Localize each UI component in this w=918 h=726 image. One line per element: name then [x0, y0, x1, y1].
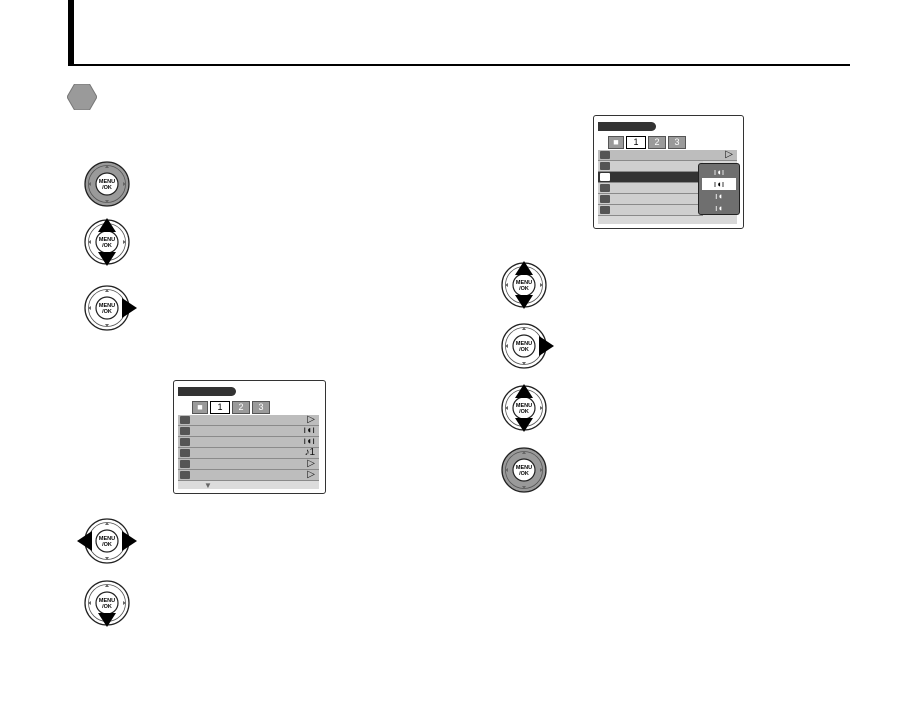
setting-icon — [180, 460, 190, 468]
setup-tabs: ■ 1 2 3 — [608, 136, 686, 149]
tab-setup-2: 2 — [648, 136, 666, 149]
menu-row — [598, 194, 703, 205]
menu-row — [598, 161, 703, 172]
svg-text:MENU: MENU — [516, 341, 532, 347]
right-button-icon: MENU /OK — [84, 285, 137, 331]
volume-options-popup: ı◖ı ı◖ı ı◖ ı◖ — [698, 163, 740, 215]
camera-setup-screen: ■ 1 2 3 ▷ ı◖ı ı◖ı ♪1 ▷ ▷ ▼ — [173, 380, 326, 494]
menu-row — [598, 205, 703, 216]
svg-text:MENU: MENU — [99, 536, 115, 542]
camera-icon: ■ — [613, 137, 619, 147]
svg-text:/OK: /OK — [519, 471, 529, 477]
hexagon-icon — [66, 83, 98, 115]
row-value: ▷ — [725, 149, 733, 160]
setting-icon — [600, 162, 610, 170]
row-value: ı◖ı — [303, 425, 315, 436]
page-header — [68, 0, 850, 66]
right-button-icon: MENU /OK — [501, 323, 554, 369]
svg-text:/OK: /OK — [102, 309, 112, 315]
svg-text:MENU: MENU — [516, 403, 532, 409]
setup-label-bar — [178, 387, 236, 396]
camera-icon: ■ — [197, 402, 203, 412]
setup-tabs: ■ 1 2 3 — [192, 401, 270, 414]
svg-text:MENU: MENU — [99, 179, 115, 185]
row-value: ▷ — [307, 469, 315, 480]
setting-icon — [600, 151, 610, 159]
svg-text:/OK: /OK — [102, 185, 112, 191]
svg-text:/OK: /OK — [102, 542, 112, 548]
svg-text:/OK: /OK — [102, 243, 112, 249]
scroll-down-icon: ▼ — [204, 481, 212, 490]
volume-option-selected: ı◖ı — [702, 178, 736, 190]
row-value: ▷ — [307, 458, 315, 469]
svg-text:/OK: /OK — [519, 347, 529, 353]
volume-setting-icon — [600, 173, 610, 181]
menu-row — [598, 183, 703, 194]
camera-setup-screen-volume: ■ 1 2 3 ▷ ı◖ı ı◖ı ı◖ ı◖ — [593, 115, 744, 229]
menu-row: ▷ — [178, 458, 319, 470]
menu-row: ▷ — [178, 469, 319, 481]
svg-text:MENU: MENU — [516, 280, 532, 286]
row-value: ▷ — [307, 414, 315, 425]
tab-setup-1: 1 — [626, 136, 646, 149]
setting-icon — [600, 195, 610, 203]
svg-text:MENU: MENU — [99, 237, 115, 243]
setting-icon — [180, 449, 190, 457]
up-down-button-icon: MENU /OK — [501, 384, 547, 432]
volume-option: ı◖ı — [713, 167, 725, 177]
setting-icon — [600, 206, 610, 214]
setting-icon — [180, 427, 190, 435]
setting-icon — [180, 471, 190, 479]
menu-row: ı◖ı — [178, 436, 319, 448]
tab-setup-2: 2 — [232, 401, 250, 414]
svg-text:/OK: /OK — [102, 604, 112, 610]
svg-text:/OK: /OK — [519, 286, 529, 292]
setup-label-bar — [598, 122, 656, 131]
svg-text:/OK: /OK — [519, 409, 529, 415]
menu-row: ♪1 — [178, 447, 319, 459]
tab-setup-1: 1 — [210, 401, 230, 414]
setting-icon — [600, 184, 610, 192]
menu-row-selected — [598, 172, 703, 183]
row-value: ı◖ı — [303, 436, 315, 447]
menu-row: ı◖ı — [178, 425, 319, 437]
up-down-button-icon: MENU /OK — [84, 218, 130, 266]
up-down-button-icon: MENU /OK — [501, 261, 547, 309]
svg-text:MENU: MENU — [99, 303, 115, 309]
header-vertical-rule — [68, 0, 74, 64]
svg-text:MENU: MENU — [516, 465, 532, 471]
volume-option: ı◖ — [715, 191, 723, 201]
menu-ok-press-icon: MENU /OK — [501, 447, 547, 493]
left-right-button-icon: MENU /OK — [77, 518, 137, 564]
down-button-icon: MENU /OK — [84, 580, 130, 627]
menu-ok-press-icon: MENU /OK — [84, 161, 130, 207]
header-horizontal-rule — [68, 64, 850, 66]
menu-row: ▷ — [598, 149, 737, 161]
tab-setup-3: 3 — [668, 136, 686, 149]
menu-row: ▷ — [178, 414, 319, 426]
setting-icon — [180, 416, 190, 424]
tab-shooting: ■ — [192, 401, 208, 414]
tab-shooting: ■ — [608, 136, 624, 149]
setting-icon — [180, 438, 190, 446]
tab-setup-3: 3 — [252, 401, 270, 414]
row-value: ♪1 — [304, 447, 315, 458]
svg-text:MENU: MENU — [99, 598, 115, 604]
menu-list: ▷ ı◖ı ı◖ı ♪1 ▷ ▷ ▼ — [178, 414, 319, 490]
volume-option: ı◖ — [715, 203, 723, 213]
